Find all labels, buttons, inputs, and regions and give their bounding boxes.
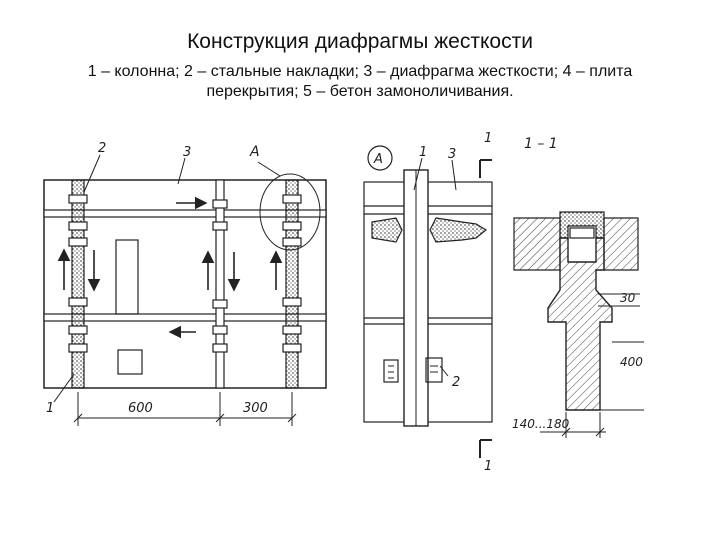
detail-a-circle [259,173,321,251]
floor-slab [603,217,639,271]
elevation-labels: 2 3 A 1 600 300 [46,141,268,416]
section-mark-top: 1 [484,131,492,146]
floor-slab-upper [43,209,327,218]
steel-plate [569,227,595,239]
slide-title: Конструкция диафрагмы жесткости [187,30,533,53]
slide-caption: 1 – колонна; 2 – стальные накладки; 3 – … [87,63,633,100]
steel-plate [425,357,443,383]
leader-line [413,157,423,191]
callout-1: 1 [46,401,54,416]
load-arrow [57,196,283,339]
steel-plate [383,359,399,383]
steel-plate [68,194,302,353]
door-opening [115,239,139,315]
callout-3: 3 [183,145,191,160]
detail-a-marker [367,145,393,171]
leader-line [439,365,449,377]
detail-callout-a: A [373,152,383,167]
section-labels: 1 – 1 30 400 140...180 [512,136,643,431]
detail-view [363,145,493,458]
detail-callout-1: 1 [419,145,427,160]
callout-2: 2 [98,141,106,156]
dimension-140-180: 140...180 [512,417,570,431]
window-opening [117,349,143,375]
callout-a: A [249,144,260,160]
detail-callout-3: 3 [448,147,456,162]
elevation-frame [43,179,327,389]
monolithic-concrete [371,217,403,243]
section-view [513,211,644,438]
elevation-view [43,154,327,426]
dimension-600: 600 [128,401,153,416]
dimension-30: 30 [620,291,636,305]
detail-callout-2: 2 [452,375,460,390]
dimension-line [540,293,644,438]
dimension-line [73,392,297,426]
dimension-300: 300 [243,401,268,416]
section-title: 1 – 1 [524,136,558,152]
floor-slab-lower [43,313,327,322]
leader-line [53,373,75,403]
leader-line [83,154,101,193]
dimension-400: 400 [620,355,643,369]
leader-line [177,157,186,185]
column [71,179,299,389]
floor-slab [513,217,561,271]
section-mark-bottom: 1 [484,459,492,474]
stiffening-diaphragm [547,237,613,411]
leader-line [451,159,457,191]
detail-labels: A 1 3 2 1 1 [373,131,492,474]
monolithic-concrete [429,217,488,243]
leader-line [257,161,281,177]
section-cut-mark [479,159,492,458]
